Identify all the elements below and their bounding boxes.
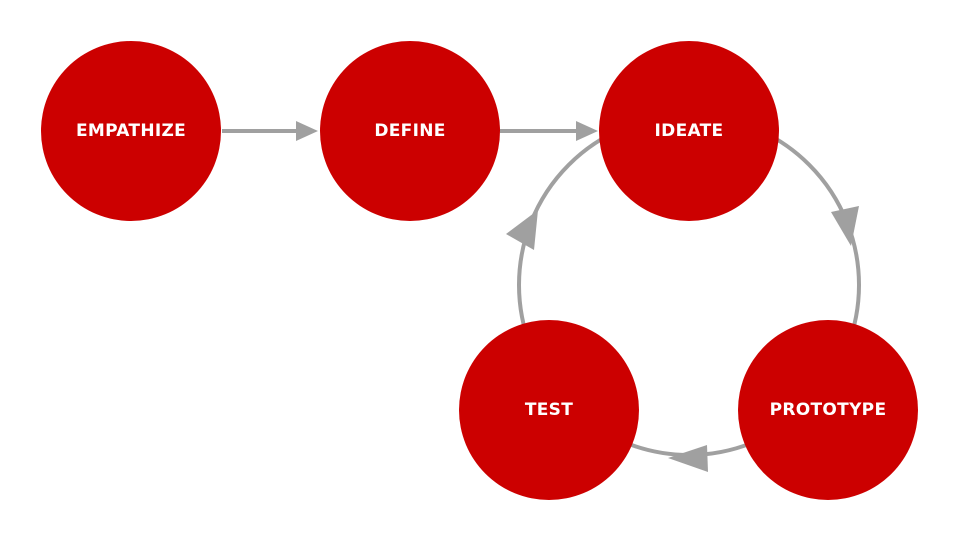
arrowhead-ideate-loop — [506, 210, 538, 250]
stage-label: PROTOTYPE — [769, 400, 887, 420]
arrowhead-test — [668, 445, 708, 472]
stage-define: DEFINE — [320, 41, 500, 221]
stage-label: IDEATE — [654, 121, 724, 141]
arrowhead-prototype — [831, 206, 859, 246]
stage-ideate: IDEATE — [599, 41, 779, 221]
stage-label: EMPATHIZE — [75, 121, 187, 141]
stage-prototype: PROTOTYPE — [738, 320, 918, 500]
stage-label: DEFINE — [374, 121, 446, 141]
stage-empathize: EMPATHIZE — [41, 41, 221, 221]
stage-test: TEST — [459, 320, 639, 500]
arrowhead-ideate — [576, 121, 598, 141]
arrowhead-define — [296, 121, 318, 141]
stage-label: TEST — [524, 400, 574, 420]
